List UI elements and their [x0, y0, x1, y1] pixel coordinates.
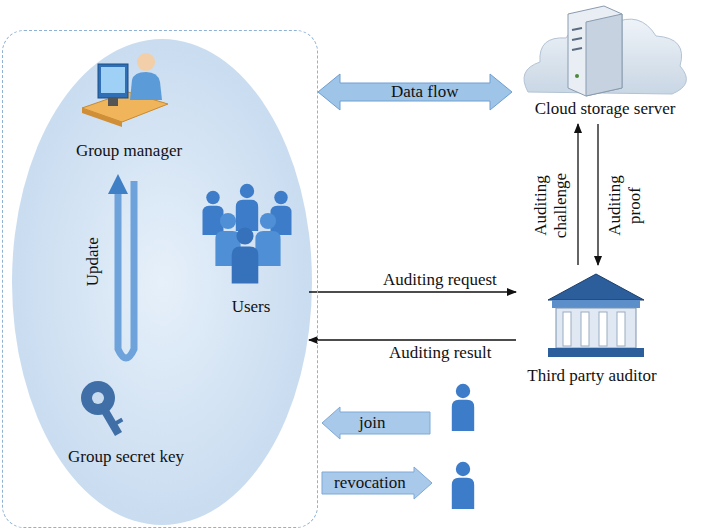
cloud-server-icon: [524, 6, 686, 96]
node-label: Group manager: [76, 141, 182, 161]
icon-node: Group manager: [59, 41, 199, 169]
icon-node: Third party auditor: [516, 265, 668, 393]
edge-label: Update: [82, 237, 102, 286]
icon-node: Users: [193, 179, 309, 349]
revoked-member-icon: [452, 462, 474, 509]
edge-label: Auditing request: [383, 270, 497, 290]
icon-node: Cloud storage server: [512, 2, 698, 124]
group-region: Group managerGroup secret key Users: [2, 30, 318, 528]
edge-label: Data flow: [391, 82, 459, 102]
arrow: [309, 291, 516, 292]
arrow: [597, 124, 598, 265]
manager-icon: [82, 53, 168, 127]
node-label: Cloud storage server: [535, 99, 676, 119]
join-arrow: [322, 407, 430, 439]
arrow-label: revocation: [334, 473, 406, 493]
icon-node: Group secret key: [49, 371, 203, 477]
arrow: [309, 339, 516, 340]
auditor-icon: [548, 274, 644, 357]
secret-key-icon: [81, 381, 123, 436]
edge-label: Auditing proof: [605, 163, 644, 247]
edge-label: Auditing challenge: [531, 163, 570, 247]
arrow-label: join: [359, 413, 385, 433]
group-ellipse: [12, 39, 312, 525]
data-flow-arrow: [318, 74, 512, 110]
join-member-icon: [452, 384, 474, 431]
node-label: Group secret key: [68, 447, 184, 467]
edge-label: Auditing result: [389, 343, 491, 363]
node-label: Users: [232, 297, 271, 317]
users-icon: [203, 184, 292, 284]
arrow: [577, 124, 578, 265]
revocation-arrow: [322, 467, 432, 499]
node-label: Third party auditor: [527, 366, 656, 386]
update-arrow: [108, 174, 134, 358]
